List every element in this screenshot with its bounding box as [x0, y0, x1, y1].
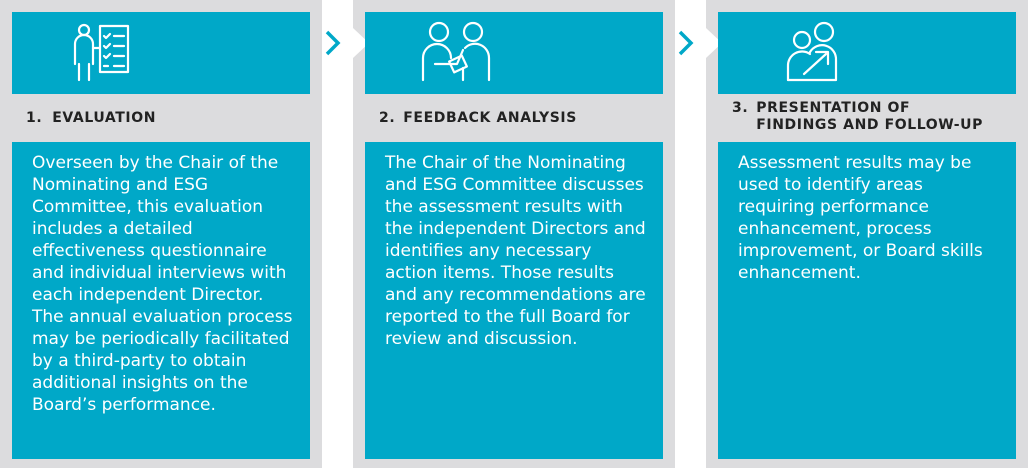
step-icon-area — [365, 12, 663, 94]
people-growth-arrow-icon — [780, 18, 852, 88]
two-people-discussion-icon — [417, 18, 497, 88]
arrow-notch-icon — [706, 28, 722, 58]
step-description: The Chair of the Nominating and ESG Comm… — [385, 153, 646, 349]
step-description-box: Overseen by the Chair of the Nominating … — [12, 142, 310, 459]
step-title: PRESENTATION OF FINDINGS AND FOLLOW-UP — [756, 100, 983, 133]
step-icon-area — [12, 12, 310, 94]
step-header: 3. PRESENTATION OF FINDINGS AND FOLLOW-U… — [718, 94, 1016, 142]
step-title: EVALUATION — [52, 109, 157, 126]
step-number: 3. — [732, 100, 749, 116]
step-description: Assessment results may be used to identi… — [738, 153, 983, 283]
step-number: 2. — [379, 109, 396, 126]
step-panel-evaluation: 1. EVALUATION Overseen by the Chair of t… — [0, 0, 322, 468]
step-icon-area — [718, 12, 1016, 94]
step-panel-feedback-analysis: 2. FEEDBACK ANALYSIS The Chair of the No… — [353, 0, 675, 468]
step-panel-presentation: 3. PRESENTATION OF FINDINGS AND FOLLOW-U… — [706, 0, 1028, 468]
arrow-notch-icon — [353, 28, 369, 58]
step-number: 1. — [26, 109, 43, 126]
chevron-right-icon — [678, 30, 694, 56]
chevron-right-icon — [325, 30, 341, 56]
step-description: Overseen by the Chair of the Nominating … — [32, 153, 293, 415]
step-description-box: Assessment results may be used to identi… — [718, 142, 1016, 459]
step-description-box: The Chair of the Nominating and ESG Comm… — [365, 142, 663, 459]
step-header: 2. FEEDBACK ANALYSIS — [365, 94, 663, 142]
clipboard-checklist-person-icon — [70, 18, 140, 88]
step-header: 1. EVALUATION — [12, 94, 310, 142]
step-title: FEEDBACK ANALYSIS — [403, 109, 577, 126]
